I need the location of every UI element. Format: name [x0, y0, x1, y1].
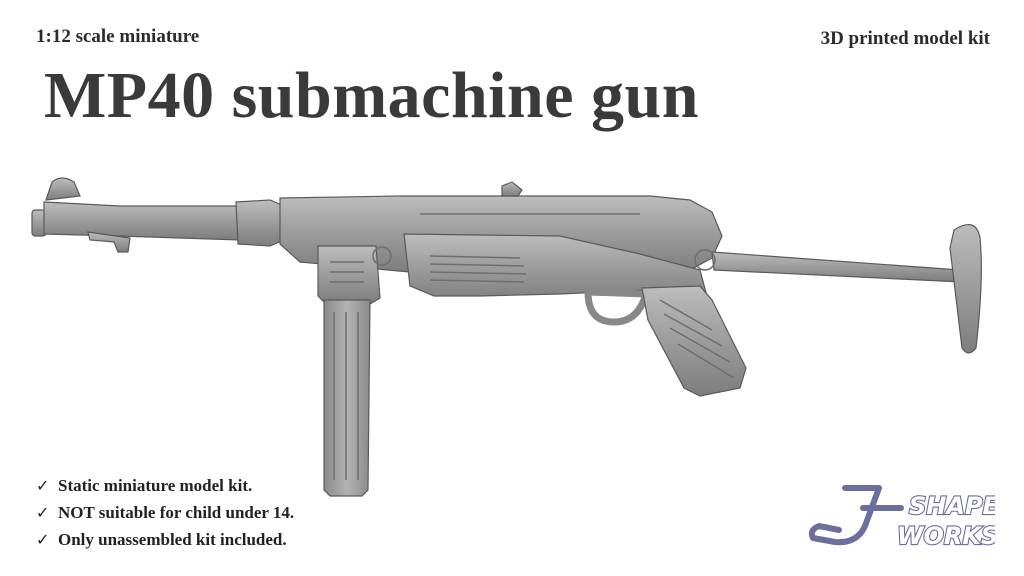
feature-text: Static miniature model kit.	[58, 476, 253, 495]
feature-item: ✓ NOT suitable for child under 14.	[36, 499, 294, 526]
logo-text-shape: SHAPE	[909, 492, 995, 520]
feature-item: ✓ Only unassembled kit included.	[36, 526, 294, 553]
checkmark-icon: ✓	[36, 530, 50, 549]
checkmark-icon: ✓	[36, 503, 50, 522]
checkmark-icon: ✓	[36, 476, 50, 495]
page-title: MP40 submachine gun	[44, 59, 699, 132]
kit-label: 3D printed model kit	[820, 28, 990, 49]
feature-text: NOT suitable for child under 14.	[58, 503, 295, 522]
feature-item: ✓ Static miniature model kit.	[36, 472, 294, 499]
logo-text-works: WORKS	[897, 522, 995, 550]
feature-list: ✓ Static miniature model kit. ✓ NOT suitab…	[36, 472, 294, 553]
scale-label: 1:12 scale miniature	[36, 26, 200, 47]
feature-text: Only unassembled kit included.	[58, 530, 287, 549]
shapeworks-logo: SHAPE WORKS	[808, 485, 995, 551]
